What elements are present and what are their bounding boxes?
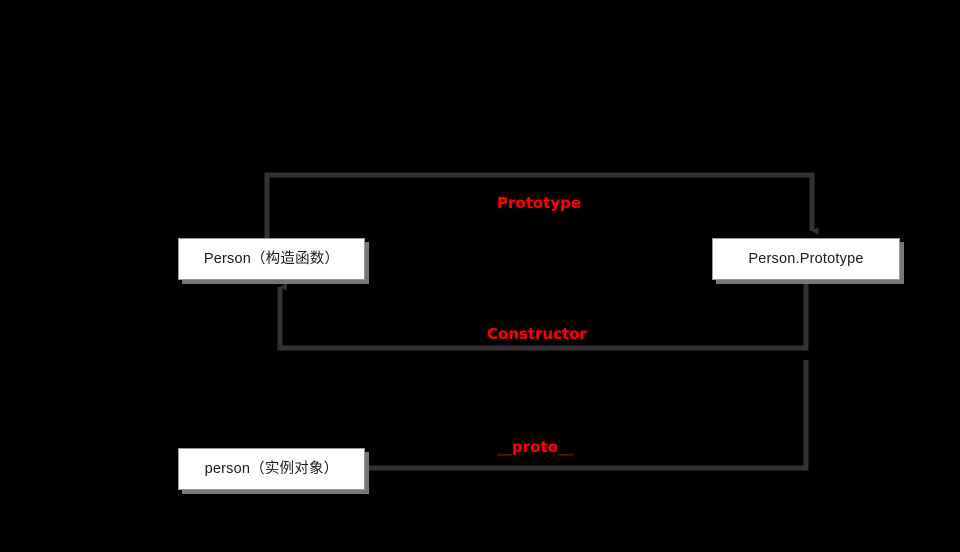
edge-label-proto-suffix: __ xyxy=(557,438,573,456)
edge-label-proto: __proto__ xyxy=(497,440,573,455)
edge-label-proto-core: proto xyxy=(512,438,558,456)
node-person-constructor[interactable]: Person（构造函数） xyxy=(178,238,365,280)
node-person-constructor-label: Person（构造函数） xyxy=(203,250,340,267)
node-person-instance[interactable]: person（实例对象） xyxy=(178,448,365,490)
node-person-prototype[interactable]: Person.Prototype xyxy=(712,238,900,280)
node-person-instance-label: person（实例对象） xyxy=(204,460,339,477)
edge-label-constructor: Constructor xyxy=(487,325,587,343)
edge-proto xyxy=(366,360,809,471)
edge-label-proto-prefix: __ xyxy=(497,438,512,456)
node-person-prototype-label: Person.Prototype xyxy=(748,250,864,267)
edge-label-prototype: Prototype xyxy=(497,194,582,212)
